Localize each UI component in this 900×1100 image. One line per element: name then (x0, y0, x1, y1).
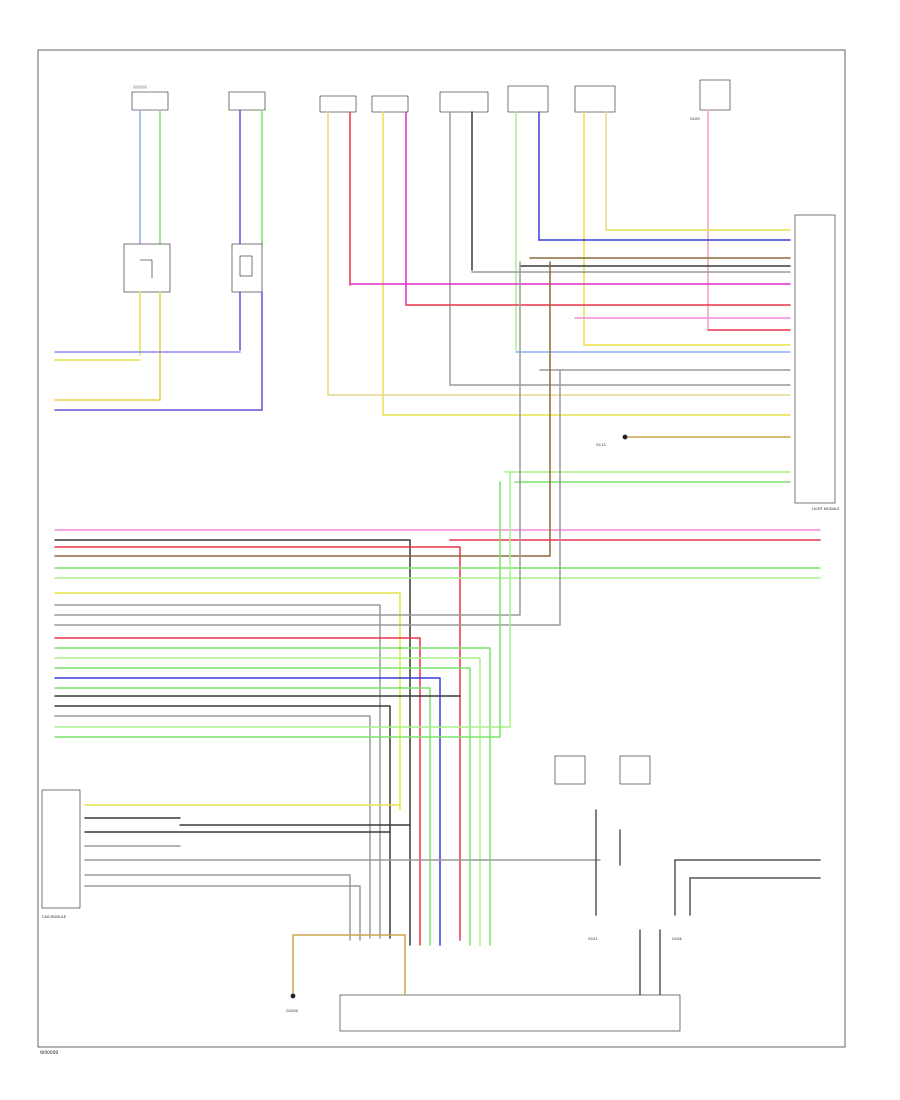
sensor-7 (574, 85, 616, 346)
label-ground-c: G1000 (286, 1009, 299, 1013)
sensor-5 (439, 91, 489, 386)
sensor-8 (699, 79, 731, 331)
right-module: G113 LIGHT MODULE (327, 214, 840, 511)
sensor-4 (371, 95, 409, 416)
sensor-3 (319, 95, 357, 396)
bottom-module: G1000 (286, 934, 681, 1032)
footer-code: W00000 (40, 1050, 59, 1056)
sensor-2 (228, 91, 266, 246)
label-module-right: LIGHT MODULE (812, 507, 840, 511)
label-ground-a: G109 (690, 117, 700, 121)
label-module-left: CAS MODULE (42, 915, 67, 919)
diagram-frame (37, 49, 846, 1048)
sensor-6 (507, 85, 549, 351)
main-harness (54, 261, 821, 946)
label-ground-b: G113 (596, 443, 606, 447)
left-lower-module: CAS MODULE (41, 789, 601, 941)
sensor-1: ▯▯▯▯▯▯▯ (131, 85, 169, 246)
left-modules (54, 243, 263, 411)
svg-text:▯▯▯▯▯▯▯: ▯▯▯▯▯▯▯ (133, 85, 147, 89)
top-sensors: ▯▯▯▯▯▯▯ (131, 79, 731, 416)
label-ground-d: G101 (588, 937, 598, 941)
bottom-right-components: G101 G104 (554, 755, 821, 996)
label-ground-e: G104 (672, 937, 682, 941)
